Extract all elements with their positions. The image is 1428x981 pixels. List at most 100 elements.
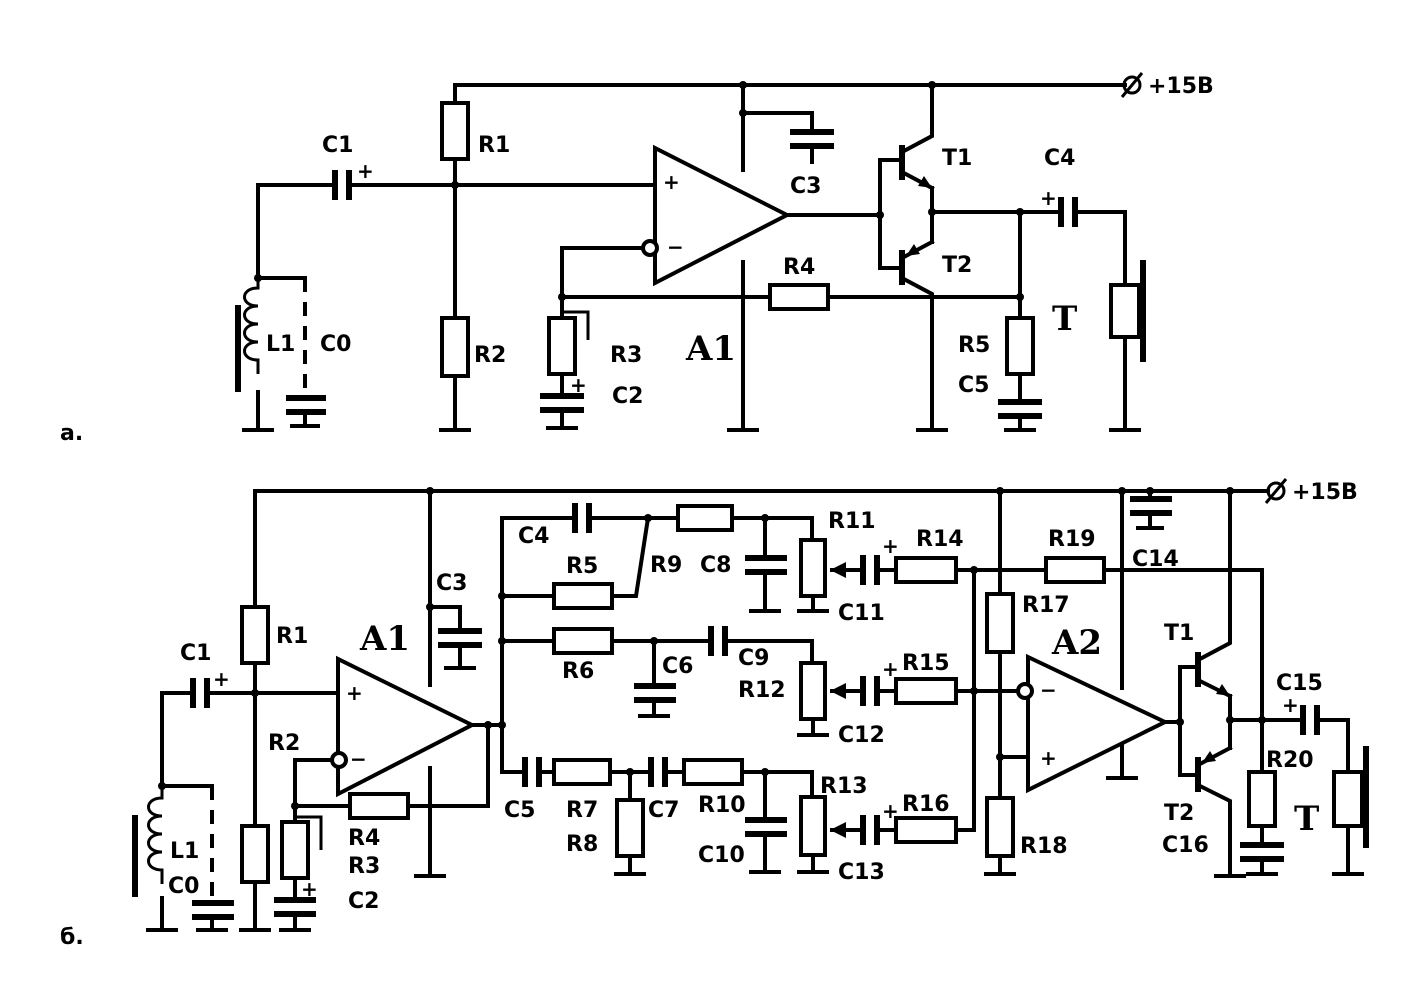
resistor-r4-a <box>768 283 830 311</box>
label-c9-b: C9 <box>738 646 769 671</box>
svg-text:+: + <box>301 877 318 901</box>
potentiometer-r12-b <box>799 661 827 721</box>
svg-text:−: − <box>350 747 367 771</box>
label-t-a: T <box>1052 299 1077 339</box>
figure-tag-a: а. <box>60 421 83 446</box>
svg-text:+: + <box>663 170 680 194</box>
svg-text:+: + <box>1282 693 1299 717</box>
capacitor-c2-a <box>540 393 584 413</box>
label-c13-b: C13 <box>838 860 885 885</box>
label-a1-b: A1 <box>359 619 410 659</box>
label-c7-b: C7 <box>648 798 679 823</box>
label-r18-b: R18 <box>1020 834 1068 859</box>
label-r14-b: R14 <box>916 527 964 552</box>
resistor-r5-a <box>1005 316 1035 376</box>
resistor-r3-a <box>547 316 577 376</box>
resistor-r14-b <box>894 556 958 584</box>
label-c12-b: C12 <box>838 723 885 748</box>
transistor-t2-b <box>1195 745 1246 878</box>
inductor-l1-b <box>147 786 164 884</box>
resistor-r20-b <box>1247 770 1277 828</box>
svg-text:+: + <box>357 159 374 183</box>
capacitor-c7-b <box>648 757 668 787</box>
label-r16-b: R16 <box>902 792 950 817</box>
capacitor-c8-b <box>745 555 787 575</box>
capacitor-c12-b <box>860 676 880 706</box>
resistor-r16-b <box>894 816 958 844</box>
label-r10-b: R10 <box>698 793 746 818</box>
capacitor-c1-b <box>190 678 210 708</box>
label-c0-b: C0 <box>168 874 199 899</box>
resistor-r-lower-b <box>240 824 270 884</box>
label-r2-b: R2 <box>268 731 300 756</box>
label-c2-a: C2 <box>612 384 643 409</box>
resistor-r3-b <box>280 820 310 880</box>
svg-text:+: + <box>570 373 587 397</box>
label-r4-b: R4 <box>348 826 380 851</box>
label-r15-b: R15 <box>902 651 950 676</box>
circuit-a: +15В R1 R2 + C1 L1 C0 + − A1 <box>60 72 1214 446</box>
label-r13-b: R13 <box>820 774 868 799</box>
label-a1-a: A1 <box>685 329 736 369</box>
label-c10-b: C10 <box>698 843 745 868</box>
earphone-t-b <box>1332 746 1369 876</box>
label-r5-a: R5 <box>958 333 990 358</box>
label-t-b: T <box>1294 799 1319 839</box>
label-r3-a: R3 <box>610 343 642 368</box>
resistor-r15-b <box>894 677 958 705</box>
capacitor-c6-b <box>634 683 676 703</box>
label-c8-b: C8 <box>700 553 731 578</box>
resistor-r1-b <box>240 605 270 665</box>
figure-tag-b: б. <box>60 925 84 950</box>
resistor-r2-a <box>440 316 470 378</box>
label-r5-b: R5 <box>566 554 598 579</box>
label-r1-b: R1 <box>276 624 308 649</box>
supply-terminal-a <box>1120 72 1144 98</box>
resistor-r5-b <box>552 582 614 610</box>
resistor-r4-b <box>348 792 410 820</box>
label-c16-b: C16 <box>1162 833 1209 858</box>
label-c0-a: C0 <box>320 332 351 357</box>
label-r2-a: R2 <box>474 343 506 368</box>
svg-text:−: − <box>1040 678 1057 702</box>
label-c11-b: C11 <box>838 601 885 626</box>
resistor-r10-b <box>682 758 744 786</box>
label-r12-b: R12 <box>738 678 786 703</box>
label-a2-b: A2 <box>1051 623 1102 663</box>
label-t2-b: T2 <box>1164 801 1194 826</box>
svg-text:+: + <box>882 657 899 681</box>
resistor-r7-b <box>552 758 612 786</box>
capacitor-c16-b <box>1240 842 1284 862</box>
resistor-r9-b <box>676 504 734 532</box>
supply-label-a: +15В <box>1148 74 1214 99</box>
potentiometer-r11-b <box>799 538 827 598</box>
capacitor-c14-b <box>1130 496 1172 516</box>
resistor-r17-b <box>985 592 1015 654</box>
label-r8-b: R8 <box>566 832 598 857</box>
svg-text:−: − <box>667 235 684 259</box>
capacitor-c1-a <box>332 170 352 200</box>
capacitor-c4-a <box>1058 197 1078 227</box>
transistor-t2-a <box>899 239 948 432</box>
potentiometer-r13-b <box>799 795 827 857</box>
svg-text:+: + <box>213 667 230 691</box>
opamp-a1-b <box>336 655 477 798</box>
circuit-b: +15В R1 + C1 L1 C0 + − A1 <box>60 478 1369 950</box>
label-r4-a: R4 <box>783 255 815 280</box>
capacitor-c2-b <box>274 897 316 917</box>
capacitor-c9-b <box>708 626 728 656</box>
label-r3-b: R3 <box>348 854 380 879</box>
label-c4-a: C4 <box>1044 146 1075 171</box>
label-r19-b: R19 <box>1048 527 1096 552</box>
label-c2-b: C2 <box>348 889 379 914</box>
capacitor-c11-b <box>860 555 880 585</box>
resistor-r19-b <box>1044 556 1106 584</box>
transistor-t1-a <box>899 83 935 191</box>
svg-text:+: + <box>1040 746 1057 770</box>
capacitor-c13-b <box>860 815 880 845</box>
label-r1-a: R1 <box>478 133 510 158</box>
inductor-l1-a <box>243 278 260 374</box>
svg-text:+: + <box>882 534 899 558</box>
label-t2-a: T2 <box>942 253 972 278</box>
